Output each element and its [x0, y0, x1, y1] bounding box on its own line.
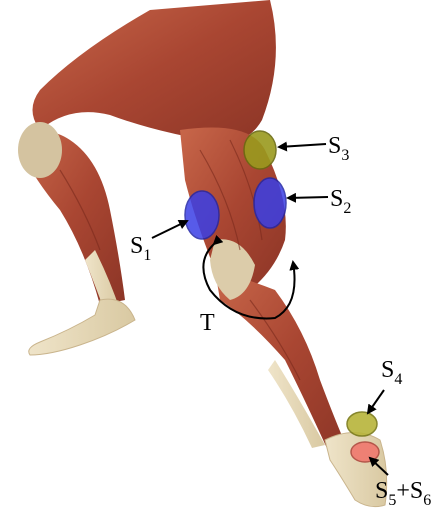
arrow-s4: [368, 390, 384, 413]
sensor-s4: [347, 412, 377, 436]
arrow-s1: [152, 221, 187, 238]
hip-muscles: [33, 0, 276, 143]
bent-knee: [18, 122, 62, 178]
leg-illustration: [18, 0, 387, 507]
sensor-s1: [185, 191, 219, 239]
label-t: T: [200, 310, 215, 336]
arrow-s2: [288, 197, 328, 198]
bent-foot: [29, 299, 135, 355]
label-s3: S3: [328, 133, 349, 164]
sensor-s56: [351, 442, 379, 462]
sensor-s2: [254, 178, 286, 228]
sensor-s3: [244, 131, 276, 169]
label-s4: S4: [381, 357, 402, 388]
label-s2: S2: [330, 186, 351, 217]
arrow-s3: [279, 144, 326, 147]
label-s1: S1: [130, 233, 151, 264]
